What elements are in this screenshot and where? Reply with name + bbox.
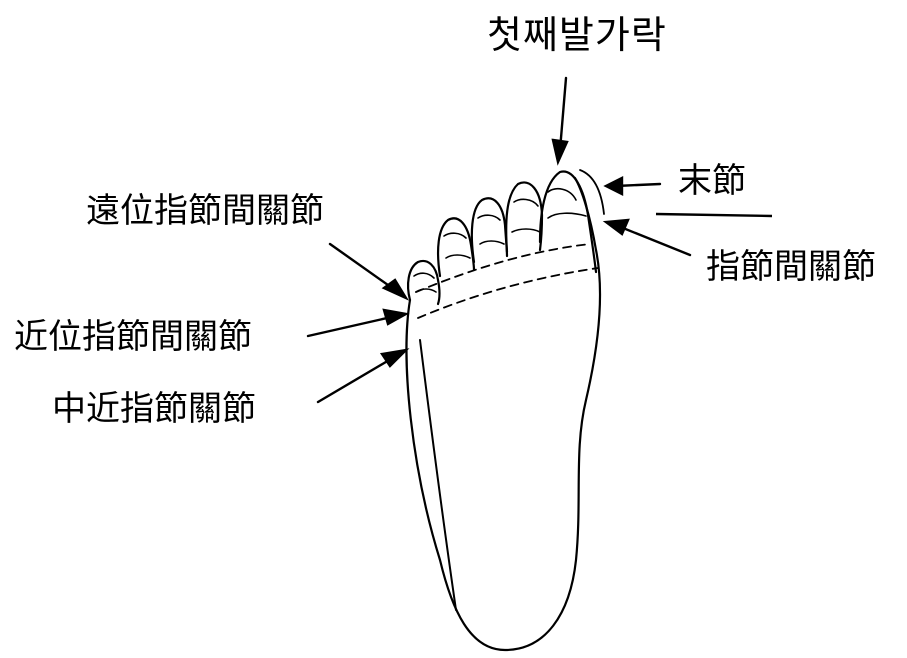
toe-fourth <box>438 218 474 276</box>
label-first-toe: 첫째발가락 <box>487 16 667 54</box>
toe-second <box>506 182 542 252</box>
arrow-pip <box>308 316 396 336</box>
label-dip-joint: 遠位指節間關節 <box>86 194 324 228</box>
label-distal-phalanx: 末節 <box>678 164 746 198</box>
underline-distal-phalanx <box>656 214 772 216</box>
arrow-dip <box>330 244 395 290</box>
arrow-first-toe <box>560 78 566 150</box>
toe-first <box>540 172 596 272</box>
foot-outline <box>407 178 601 650</box>
label-pip-joint: 近位指節間關節 <box>14 320 252 354</box>
arrow-ip <box>618 226 690 255</box>
arrow-mtp <box>318 356 396 402</box>
joint-line-pip <box>418 268 598 318</box>
joint-line-dip <box>416 244 590 292</box>
label-mtp-joint: 中近指節關節 <box>52 392 256 426</box>
toe-fifth <box>408 261 439 304</box>
toe-third <box>472 198 507 262</box>
label-ip-joint: 指節間關節 <box>706 250 876 284</box>
